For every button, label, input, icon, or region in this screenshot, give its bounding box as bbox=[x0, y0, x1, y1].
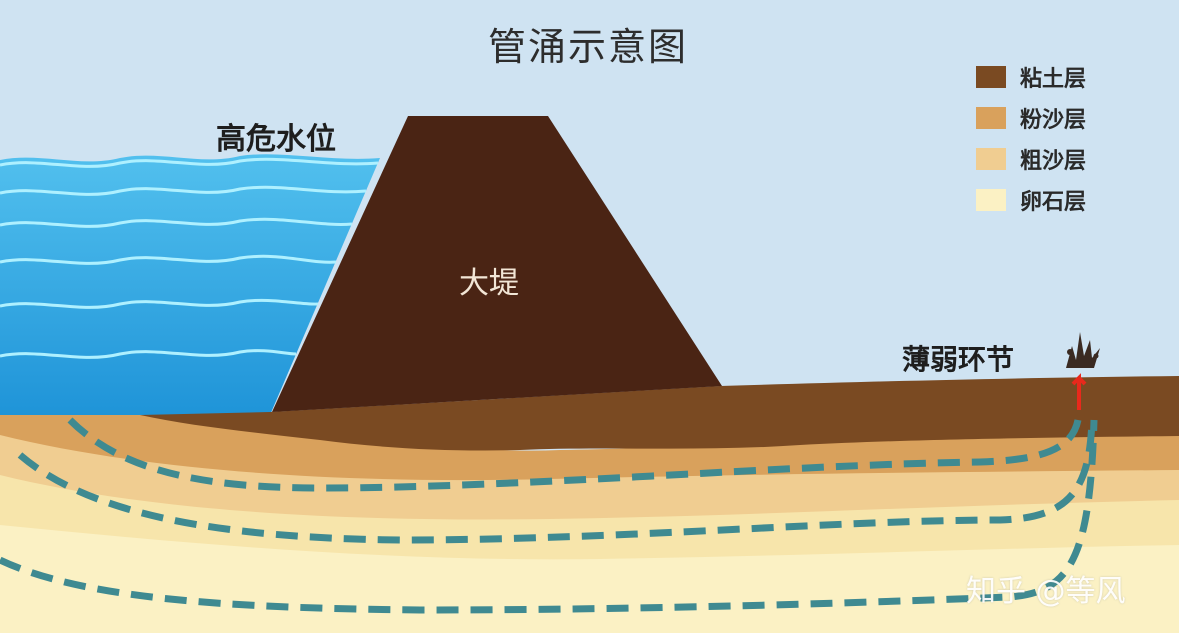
seepage-paths bbox=[0, 417, 1098, 614]
legend-label-silt: 粉沙层 bbox=[1020, 107, 1087, 133]
diagram-title: 管涌示意图 bbox=[488, 25, 689, 69]
legend-item-clay: 粘土层 bbox=[976, 56, 1086, 97]
legend-item-coarse-sand: 粗沙层 bbox=[976, 138, 1086, 179]
levee bbox=[272, 116, 722, 412]
legend-item-gravel: 卵石层 bbox=[976, 179, 1086, 220]
weak-point-label: 薄弱环节 bbox=[902, 343, 1015, 376]
legend-swatch-silt bbox=[976, 106, 1006, 129]
legend-swatch-gravel bbox=[976, 188, 1006, 211]
high-water-label: 高危水位 bbox=[216, 122, 336, 157]
legend-label-coarse-sand: 粗沙层 bbox=[1020, 148, 1087, 174]
legend-swatch-coarse-sand bbox=[976, 147, 1006, 170]
water-waves bbox=[0, 157, 379, 359]
legend-label-clay: 粘土层 bbox=[1020, 66, 1087, 92]
levee-label: 大堤 bbox=[459, 266, 519, 301]
legend-swatch-clay bbox=[976, 65, 1006, 88]
boil-arrow bbox=[1071, 373, 1087, 410]
legend-item-silt: 粉沙层 bbox=[976, 97, 1086, 138]
clay-layer bbox=[140, 376, 1179, 451]
sand-boil-icon bbox=[1066, 332, 1100, 368]
legend: 粘土层 粉沙层 粗沙层 卵石层 bbox=[976, 56, 1086, 220]
legend-label-gravel: 卵石层 bbox=[1020, 189, 1087, 215]
watermark: 知乎 @等风 bbox=[966, 574, 1126, 609]
